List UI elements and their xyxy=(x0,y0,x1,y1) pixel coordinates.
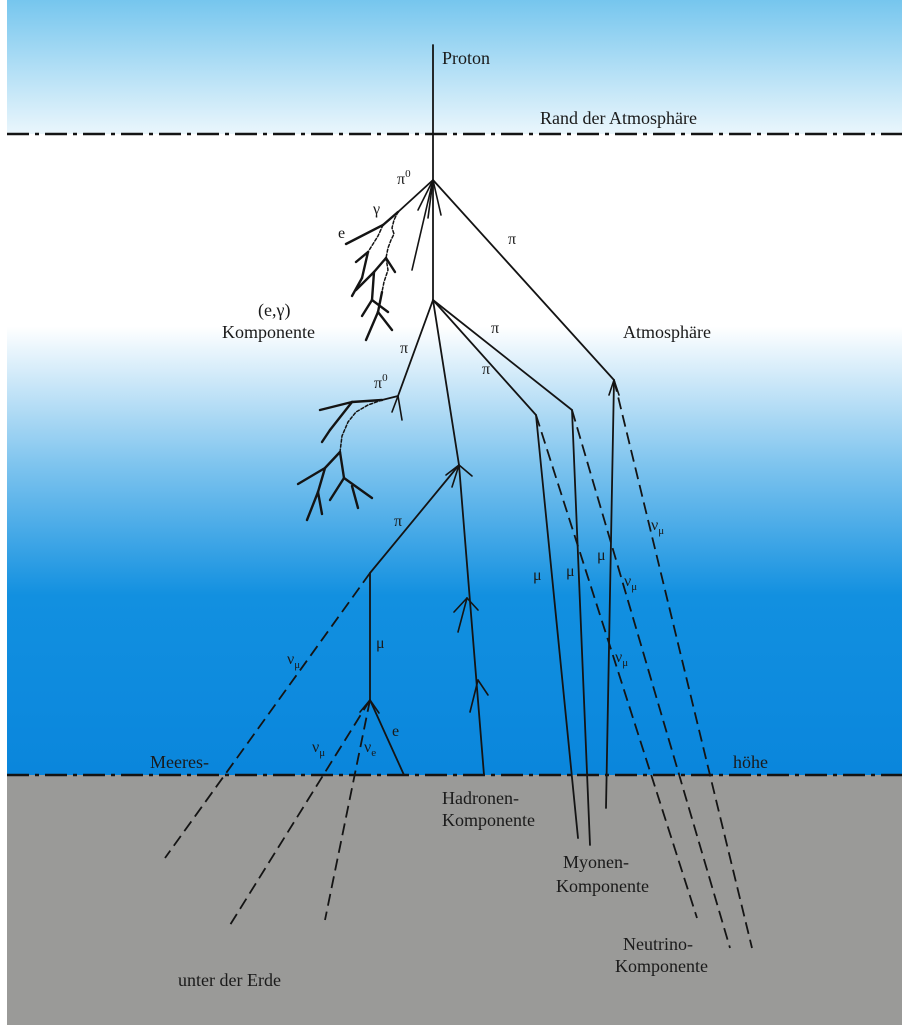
hadron-component-label-2: Komponente xyxy=(442,810,535,830)
muon-component-label-1: Myonen- xyxy=(563,852,629,872)
electron-label-upper: e xyxy=(338,225,345,242)
mu-label-right: μ xyxy=(597,547,606,564)
electron-label-lower: e xyxy=(392,723,399,740)
atmosphere-label: Atmosphäre xyxy=(623,322,711,342)
mu-label-left: μ xyxy=(376,635,385,652)
proton-label: Proton xyxy=(442,48,490,68)
underground-label: unter der Erde xyxy=(178,970,281,990)
em-component-label-2: Komponente xyxy=(222,322,315,342)
mu-label-a: μ xyxy=(566,563,575,580)
pi-label-left: π xyxy=(394,513,402,530)
mu-label-b: μ xyxy=(533,567,542,584)
pi-label-b: π xyxy=(482,361,490,378)
neutrino-component-label-2: Komponente xyxy=(615,956,708,976)
muon-component-label-2: Komponente xyxy=(556,876,649,896)
pi-label-d: π xyxy=(400,340,408,357)
pi-label-upper-right: π xyxy=(508,231,516,248)
hadron-component-label-1: Hadronen- xyxy=(442,788,519,808)
em-component-label-1: (e,γ) xyxy=(258,300,290,321)
atmosphere-region xyxy=(7,134,902,775)
sea-level-label-left: Meeres- xyxy=(150,752,209,772)
atmosphere-edge-label: Rand der Atmosphäre xyxy=(540,108,697,128)
gamma-label: γ xyxy=(372,201,380,218)
pi-label-a: π xyxy=(491,320,499,337)
sea-level-label-right: höhe xyxy=(733,752,768,772)
neutrino-component-label-1: Neutrino- xyxy=(623,934,693,954)
